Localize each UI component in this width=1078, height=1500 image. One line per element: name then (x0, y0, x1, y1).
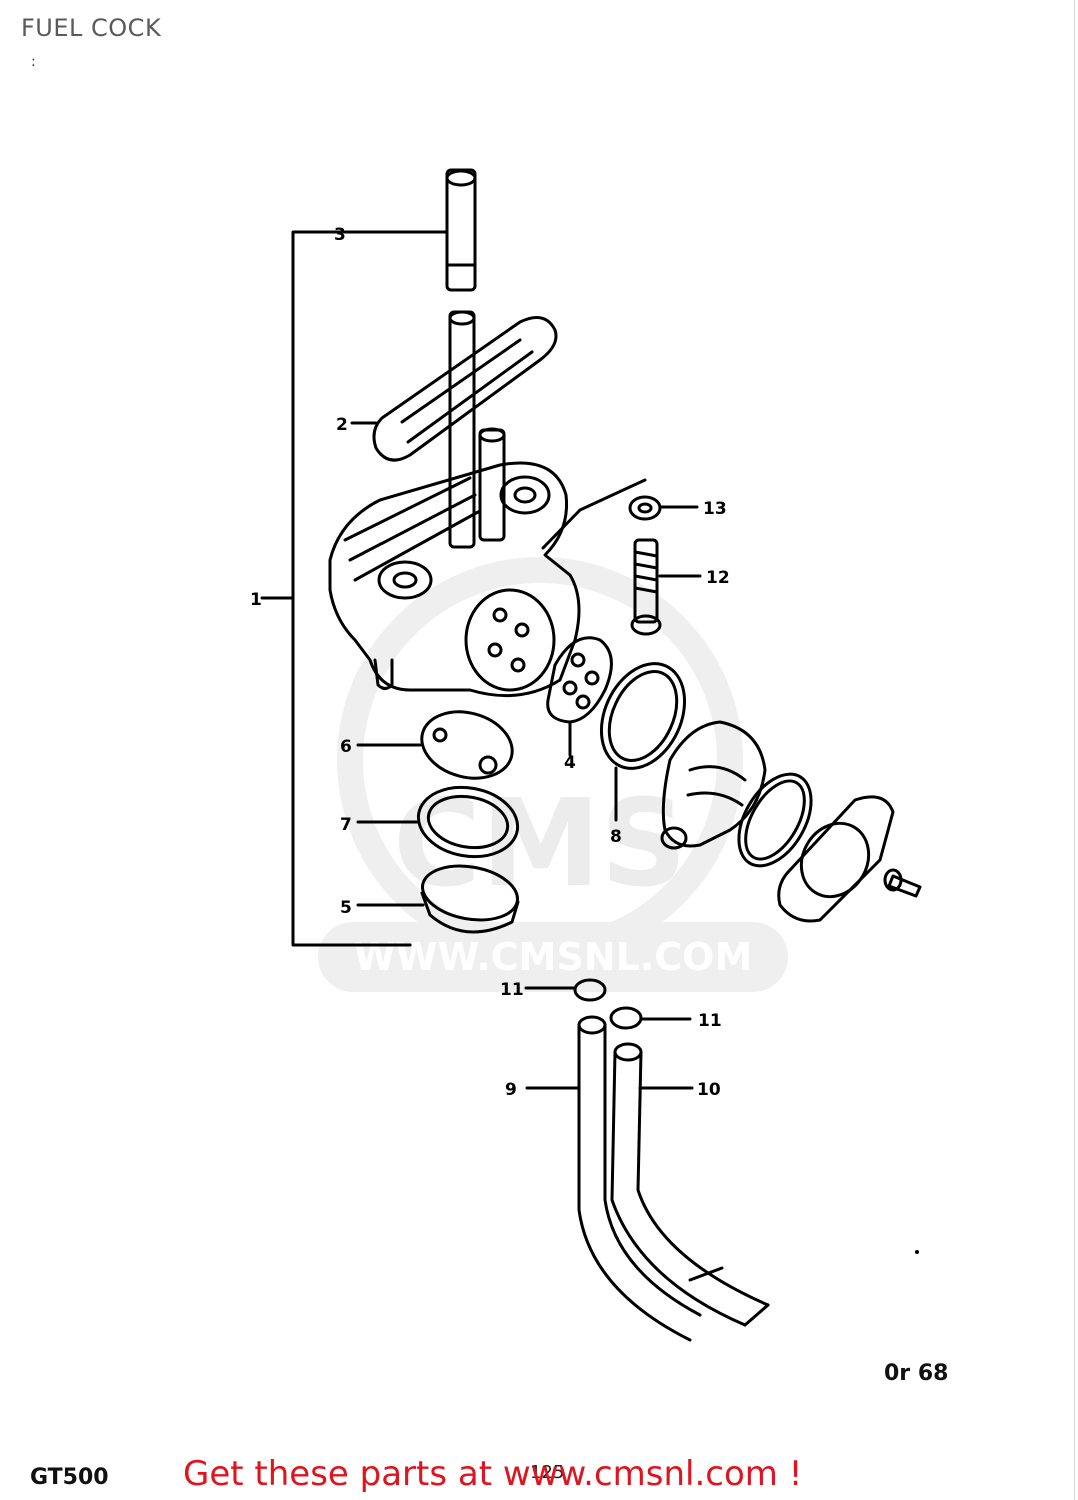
callout-12: 12 (706, 568, 730, 588)
cover-plate (777, 795, 895, 923)
callout-13: 13 (703, 499, 727, 519)
sub-mark: : (31, 54, 36, 70)
callout-3: 3 (334, 225, 346, 245)
callout-7: 7 (340, 815, 352, 835)
callout-2: 2 (336, 415, 348, 435)
callout-11-right: 11 (698, 1011, 722, 1031)
part-12-screw (630, 538, 662, 636)
watermark-logo: CMS (393, 775, 687, 914)
part-4-packing (546, 636, 613, 724)
callout-1: 1 (250, 590, 262, 610)
rear-o-ring (737, 772, 813, 868)
callout-5: 5 (340, 898, 352, 918)
watermark: CMS WWW.CMSNL.COM (318, 557, 788, 992)
watermark-url: WWW.CMSNL.COM (354, 935, 753, 979)
lower-pipe (448, 310, 476, 549)
model-code: GT500 (30, 1465, 109, 1490)
reserve-pipe (478, 427, 506, 542)
callout-4: 4 (564, 753, 576, 773)
callout-11-left: 11 (500, 980, 524, 1000)
part-6-diaphragm (420, 710, 514, 780)
callout-8: 8 (610, 827, 622, 847)
part-3-pipe (445, 168, 477, 292)
leader-body-lever (541, 478, 647, 550)
page-title: FUEL COCK (21, 14, 162, 42)
part-7-o-ring-inner (426, 794, 510, 850)
part-11-clip-left (573, 978, 607, 1002)
part-13-washer (628, 495, 662, 521)
part-2-gasket (372, 316, 558, 462)
part-11-clip-right (609, 1006, 643, 1030)
part-8-o-ring-inner (607, 670, 679, 762)
stray-mark (915, 1250, 919, 1254)
lever-assembly (660, 720, 767, 850)
diagram-code: 0r 68 (884, 1361, 948, 1386)
rear-o-ring-inner (744, 779, 806, 861)
part-1-valve-body (328, 461, 581, 698)
promo-link[interactable]: Get these parts at www.cmsnl.com ! (183, 1454, 803, 1494)
part-7-o-ring (416, 785, 520, 859)
part-10-hose (610, 1042, 770, 1327)
page-number: 125 (530, 1462, 564, 1483)
watermark-url-bar (318, 922, 788, 992)
part-9-hose (577, 1015, 702, 1342)
part-8-o-ring (599, 662, 687, 770)
callout-9: 9 (505, 1080, 517, 1100)
cover-screw (883, 868, 922, 898)
callout-6: 6 (340, 737, 352, 757)
callout-10: 10 (697, 1080, 721, 1100)
part-5-cup (420, 864, 520, 934)
